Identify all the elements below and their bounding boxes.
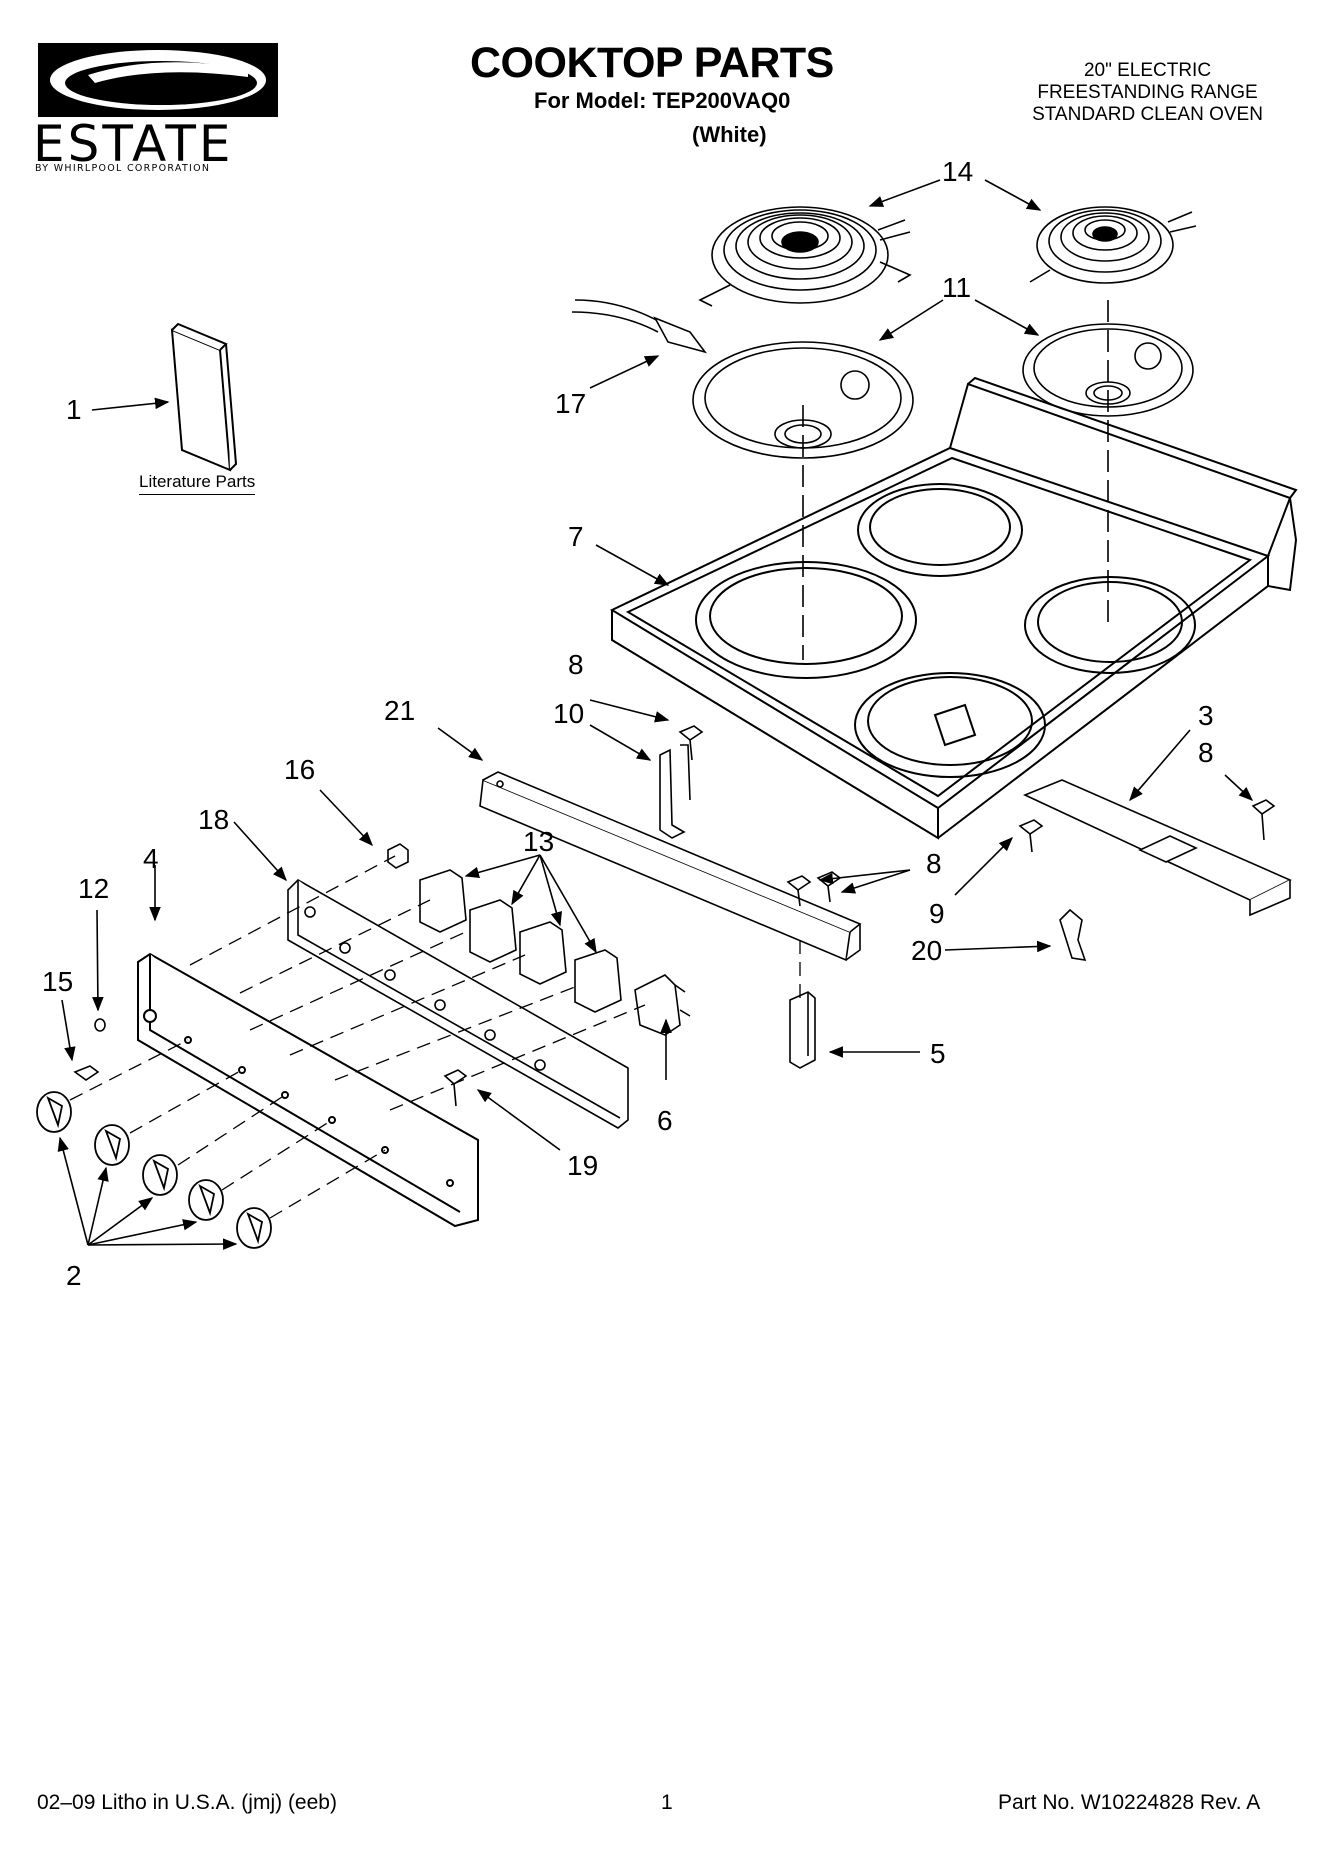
brand-name: ESTATE bbox=[33, 115, 234, 173]
front-panel bbox=[137, 952, 479, 1228]
callout-13: 13 bbox=[523, 826, 555, 857]
callout-19: 19 bbox=[567, 1150, 599, 1181]
callout-3: 3 bbox=[1198, 700, 1214, 731]
callout-8: 8 bbox=[1198, 737, 1214, 768]
callout-arrows bbox=[57, 179, 1254, 1250]
callout-14: 14 bbox=[942, 156, 974, 187]
drip-bowl-large bbox=[692, 341, 914, 459]
estate-swoosh-icon bbox=[38, 43, 278, 117]
page-number: 1 bbox=[661, 1791, 673, 1814]
terminal-block bbox=[571, 299, 708, 354]
side-rail bbox=[1022, 779, 1292, 917]
range-info-line: 20" ELECTRIC bbox=[1083, 60, 1212, 81]
callout-15: 15 bbox=[42, 966, 74, 997]
support-bar bbox=[479, 771, 862, 962]
screws bbox=[73, 725, 1276, 1107]
page-title: COOKTOP PARTS bbox=[470, 39, 834, 87]
callout-18: 18 bbox=[198, 804, 230, 835]
callout-7: 7 bbox=[568, 521, 584, 552]
range-info-line: STANDARD CLEAN OVEN bbox=[1032, 104, 1263, 125]
range-info: 20" ELECTRIC FREESTANDING RANGE STANDARD… bbox=[1010, 60, 1285, 126]
callout-6: 6 bbox=[657, 1105, 673, 1136]
callout-12: 12 bbox=[78, 873, 110, 904]
callout-16: 16 bbox=[284, 754, 316, 785]
range-info-line: FREESTANDING RANGE bbox=[1037, 82, 1258, 103]
callout-1: 1 bbox=[66, 394, 82, 425]
callout-8: 8 bbox=[568, 649, 584, 680]
color-variant: (White) bbox=[692, 122, 767, 147]
infinite-switch bbox=[634, 974, 691, 1036]
inner-panel bbox=[287, 879, 629, 1129]
surface-element-small bbox=[1029, 206, 1197, 284]
callout-2: 2 bbox=[66, 1260, 82, 1291]
callout-11: 11 bbox=[942, 272, 972, 303]
alignment-lines bbox=[802, 300, 1109, 660]
callout-17: 17 bbox=[555, 388, 587, 419]
model-number: For Model: TEP200VAQ0 bbox=[534, 88, 791, 113]
callout-8: 8 bbox=[926, 848, 942, 879]
control-knobs bbox=[36, 1091, 272, 1249]
clip bbox=[1059, 908, 1087, 961]
literature-parts-label: Literature Parts bbox=[139, 472, 256, 495]
cooktop-main-top bbox=[609, 376, 1298, 840]
callout-4: 4 bbox=[143, 843, 159, 874]
drip-bowl-small bbox=[1022, 323, 1194, 417]
footer-print-info: 02–09 Litho in U.S.A. (jmj) (eeb) bbox=[37, 1791, 337, 1814]
callout-9: 9 bbox=[929, 898, 945, 929]
surface-element-large bbox=[698, 206, 912, 307]
brand-logo: ESTATE BY WHIRLPOOL CORPORATION bbox=[33, 35, 283, 175]
footer-part-number: Part No. W10224828 Rev. A bbox=[998, 1791, 1261, 1814]
literature-book bbox=[170, 322, 238, 472]
assembly-dash-lines bbox=[69, 855, 801, 1219]
bracket-5 bbox=[789, 991, 816, 1069]
control-switches bbox=[419, 869, 622, 1013]
callout-10: 10 bbox=[553, 698, 585, 729]
bracket-10 bbox=[659, 744, 691, 839]
callout-20: 20 bbox=[911, 935, 943, 966]
indicator-light bbox=[387, 843, 409, 869]
brand-tagline: BY WHIRLPOOL CORPORATION bbox=[35, 163, 211, 174]
callout-5: 5 bbox=[930, 1038, 946, 1069]
callout-21: 21 bbox=[384, 695, 416, 726]
hole-plug bbox=[94, 1018, 106, 1032]
